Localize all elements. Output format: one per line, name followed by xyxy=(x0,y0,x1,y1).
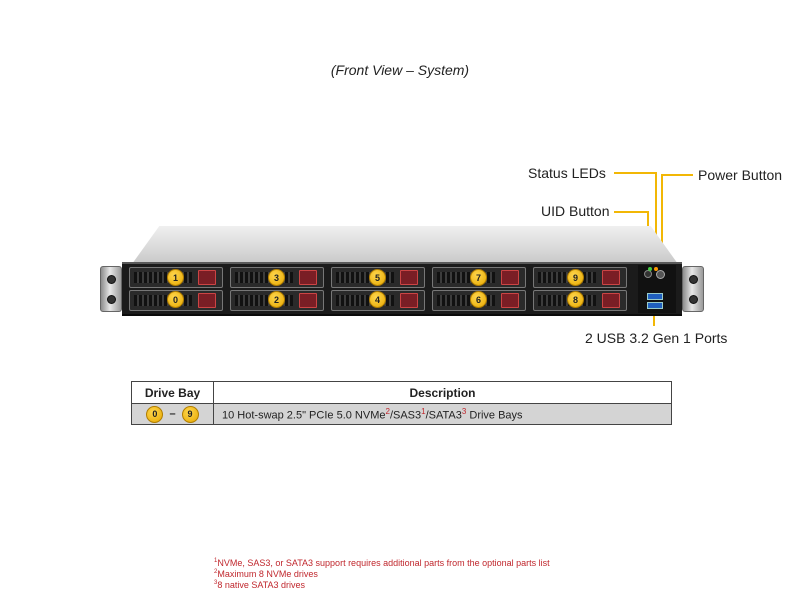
status-leds-label: Status LEDs xyxy=(528,165,606,181)
bay-number-badge: 3 xyxy=(268,269,285,286)
footnote: 1NVMe, SAS3, or SATA3 support requires a… xyxy=(214,556,550,569)
footnote-marker: 2 xyxy=(214,569,218,575)
leader-power-h xyxy=(661,174,693,176)
leader-status-leds-h xyxy=(614,172,657,174)
drive-bay-group: 1 0 xyxy=(127,265,225,313)
usb-port[interactable] xyxy=(647,293,663,300)
footnote-marker: 1 xyxy=(214,558,218,564)
range-separator: – xyxy=(169,408,176,420)
bay-number-badge: 7 xyxy=(470,269,487,286)
bay-number-badge: 9 xyxy=(567,269,584,286)
bay-number-badge: 2 xyxy=(268,291,285,308)
status-led-icon xyxy=(654,267,658,271)
bay-number-badge: 9 xyxy=(181,405,199,423)
bay-number-badge: 5 xyxy=(369,269,386,286)
leader-power-v xyxy=(661,174,663,272)
figure-caption: (Front View – System) xyxy=(330,62,470,78)
footnote: 38 native SATA3 drives xyxy=(214,578,305,591)
control-panel xyxy=(638,265,676,313)
bay-number-badge: 0 xyxy=(146,405,164,423)
leader-uid-h xyxy=(614,211,649,213)
table-row: 0 – 9 10 Hot-swap 2.5" PCIe 5.0 NVMe2/SA… xyxy=(131,403,672,425)
footnote-text: NVMe, SAS3, or SATA3 support requires ad… xyxy=(217,558,550,568)
power-button-label: Power Button xyxy=(698,167,783,183)
bay-number-badge: 6 xyxy=(470,291,487,308)
description-text: 10 Hot-swap 2.5" PCIe 5.0 NVMe xyxy=(222,409,386,422)
bay-number-badge: 8 xyxy=(567,291,584,308)
bay-number-badge: 0 xyxy=(167,291,184,308)
status-led-icon xyxy=(648,267,652,271)
description-text: Drive Bays xyxy=(466,409,523,422)
drive-bay-group: 9 8 xyxy=(531,265,629,313)
footnote-text: 8 native SATA3 drives xyxy=(217,580,306,590)
bay-number-badge: 1 xyxy=(167,269,184,286)
chassis-top-cover xyxy=(132,226,678,264)
footnote-marker: 3 xyxy=(461,406,467,416)
usb-ports-label: 2 USB 3.2 Gen 1 Ports xyxy=(585,330,728,346)
bay-number-badge: 4 xyxy=(369,291,386,308)
description-text: /SAS3 xyxy=(389,409,422,422)
leader-status-leds-v xyxy=(655,172,657,272)
uid-button-label: UID Button xyxy=(541,203,610,219)
left-rack-ear xyxy=(100,266,122,312)
footnote-text: Maximum 8 NVMe drives xyxy=(217,569,318,579)
footnote-marker: 1 xyxy=(421,406,426,416)
drive-bay-group: 5 4 xyxy=(329,265,427,313)
drive-bay-group: 3 2 xyxy=(228,265,326,313)
leader-usb-v xyxy=(653,308,655,326)
right-rack-ear xyxy=(682,266,704,312)
usb-port[interactable] xyxy=(647,302,663,309)
drive-bay-table: Drive Bay Description 0 – 9 10 Hot-swap … xyxy=(131,381,672,425)
table-header-description: Description xyxy=(213,381,672,404)
power-button[interactable] xyxy=(656,270,665,279)
table-header-drive-bay: Drive Bay xyxy=(131,381,214,404)
drive-bay-range-cell: 0 – 9 xyxy=(131,403,214,425)
drive-bay-group: 7 6 xyxy=(430,265,528,313)
footnote-marker: 2 xyxy=(385,406,390,416)
uid-button[interactable] xyxy=(644,270,652,278)
description-text: /SATA3 xyxy=(425,409,462,422)
footnote: 2Maximum 8 NVMe drives xyxy=(214,567,318,580)
description-cell: 10 Hot-swap 2.5" PCIe 5.0 NVMe2/SAS31/SA… xyxy=(213,403,672,425)
footnote-marker: 3 xyxy=(214,580,218,586)
